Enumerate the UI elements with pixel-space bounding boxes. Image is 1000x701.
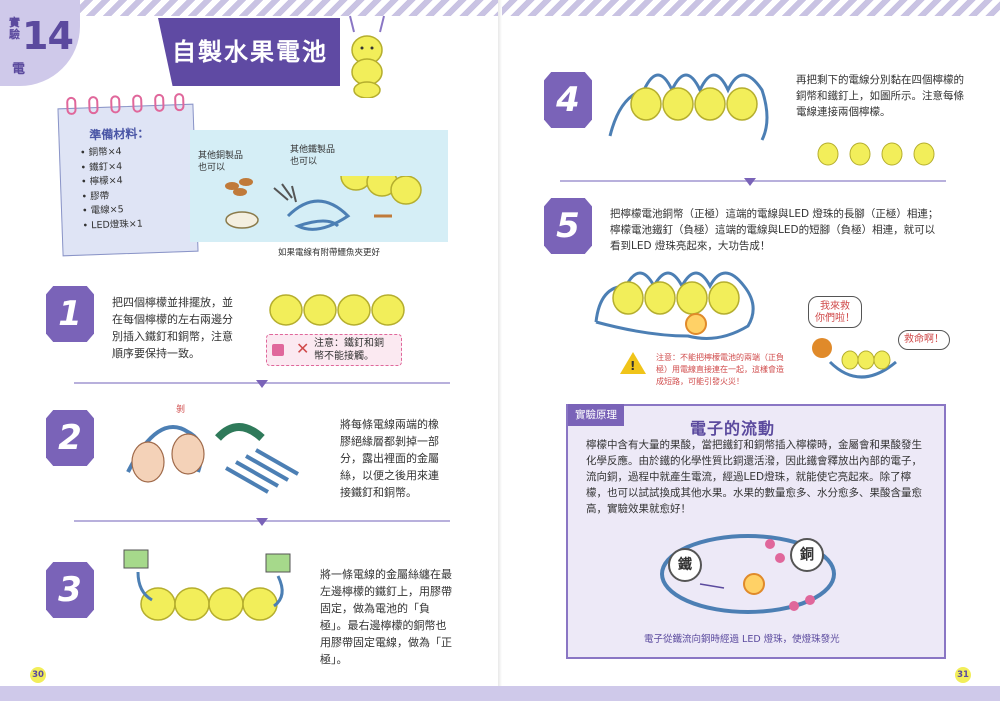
short-circuit-scene-icon (812, 338, 897, 379)
diagram-caption: 電子從鐵流向銅時經過 LED 燈珠，使燈珠發光 (644, 634, 840, 645)
lemons-row-icon (269, 294, 405, 326)
experiment-category: 電 (12, 62, 26, 77)
step-number-5: 5 (544, 198, 592, 254)
step-1-warning: 注意：鐵釘和銅 幣不能接觸。 (314, 338, 384, 362)
supplies-footnote: 如果電線有附帶鱷魚夾更好 (278, 248, 381, 258)
page-gutter (498, 0, 502, 701)
step-number-2: 2 (46, 410, 94, 466)
copper-note: 其他銅製品 也可以 (198, 151, 244, 173)
step-3-text: 將一條電線的金屬絲纏在最左邊檸檬的鐵釘上，用膠帶固定，做為電池的「負極」。最右邊… (320, 568, 452, 666)
iron-node: 鐵 (668, 548, 702, 582)
copper-node: 銅 (790, 538, 824, 572)
page-number-right: 31 (955, 667, 971, 683)
down-arrow-icon (256, 380, 268, 388)
caution-triangle-icon (620, 352, 646, 374)
step-1-text: 把四個檸檬並排擺放，並在每個檸檬的左右兩邊分別插入鐵釘和銅幣，注意順序要保持一致… (112, 296, 233, 360)
page-title: 自製水果電池 (172, 38, 328, 66)
materials-card: 準備材料： 銅幣×4 鐵釘×4 檸檬×4 膠帶 電線×5 LED燈珠×1 (57, 92, 199, 257)
list-item: LED燈珠×1 (82, 217, 143, 234)
down-arrow-icon (744, 178, 756, 186)
speech-bubble-rescue: 我來救 你們啦！ (808, 296, 862, 328)
stripping-wire-icon (126, 423, 299, 494)
principle-body: 檸檬中含有大量的果酸，當把鐵釘和銅幣插入檸檬時，金屬會和果酸發生化學反應。由於鐵… (586, 439, 922, 515)
experiment-number: 14 (22, 14, 74, 58)
coin-icon (272, 344, 284, 356)
materials-list: 銅幣×4 鐵釘×4 檸檬×4 膠帶 電線×5 LED燈珠×1 (80, 145, 143, 234)
lemon-battery-led-icon (594, 271, 755, 340)
exclamation-icon: ! (630, 359, 636, 373)
principle-tag: 實驗原理 (568, 404, 624, 426)
step-number-4: 4 (544, 72, 592, 128)
materials-title: 準備材料： (89, 126, 150, 143)
principle-title: 電子的流動 (690, 419, 776, 438)
lemon-mascot-icon (349, 15, 385, 98)
lemon-characters-icon (817, 142, 935, 166)
step-4-text: 再把剩下的電線分別黏在四個檸檬的銅幣和鐵釘上，如圖所示。注意每條電線連接兩個檸檬… (796, 74, 964, 118)
experiment-label: 實驗 (9, 16, 20, 41)
iron-note: 其他鐵製品 也可以 (290, 145, 336, 167)
bottom-band (0, 686, 1000, 701)
step-5-text: 把檸檬電池銅幣（正極）這端的電線與LED 燈珠的長腳（正極）相連；檸檬電池鐵釘（… (610, 208, 939, 252)
step-number-3: 3 (46, 562, 94, 618)
principle-box (566, 404, 946, 659)
lemons-chained-icon (608, 73, 769, 141)
short-circuit-caution: 注意：不能把檸檬電池的兩端（正負 極）用電線直接連在一起，這樣會造 成短路，可能… (656, 353, 784, 386)
step-1-warning-box (266, 334, 402, 366)
experiment-badge: 實驗 14 電 (0, 0, 80, 86)
page-number-left: 30 (30, 667, 46, 683)
strip-label: 剝 (176, 405, 186, 415)
supplies-drawing-icon (225, 176, 422, 231)
step-number-1: 1 (46, 286, 94, 342)
title-banner (158, 18, 340, 86)
binder-rings (66, 92, 187, 117)
no-touch-icon: ✕ (296, 339, 310, 358)
step-2-text: 將每條電線兩端的橡膠絕緣層都剝掉一部分，露出裡面的金屬絲，以便之後用來連接鐵釘和… (340, 418, 439, 499)
electron-flow-diagram-icon (660, 534, 836, 614)
speech-bubble-help: 救命啊！ (898, 330, 950, 350)
lemons-with-terminals-icon (123, 549, 291, 621)
down-arrow-icon (256, 518, 268, 526)
